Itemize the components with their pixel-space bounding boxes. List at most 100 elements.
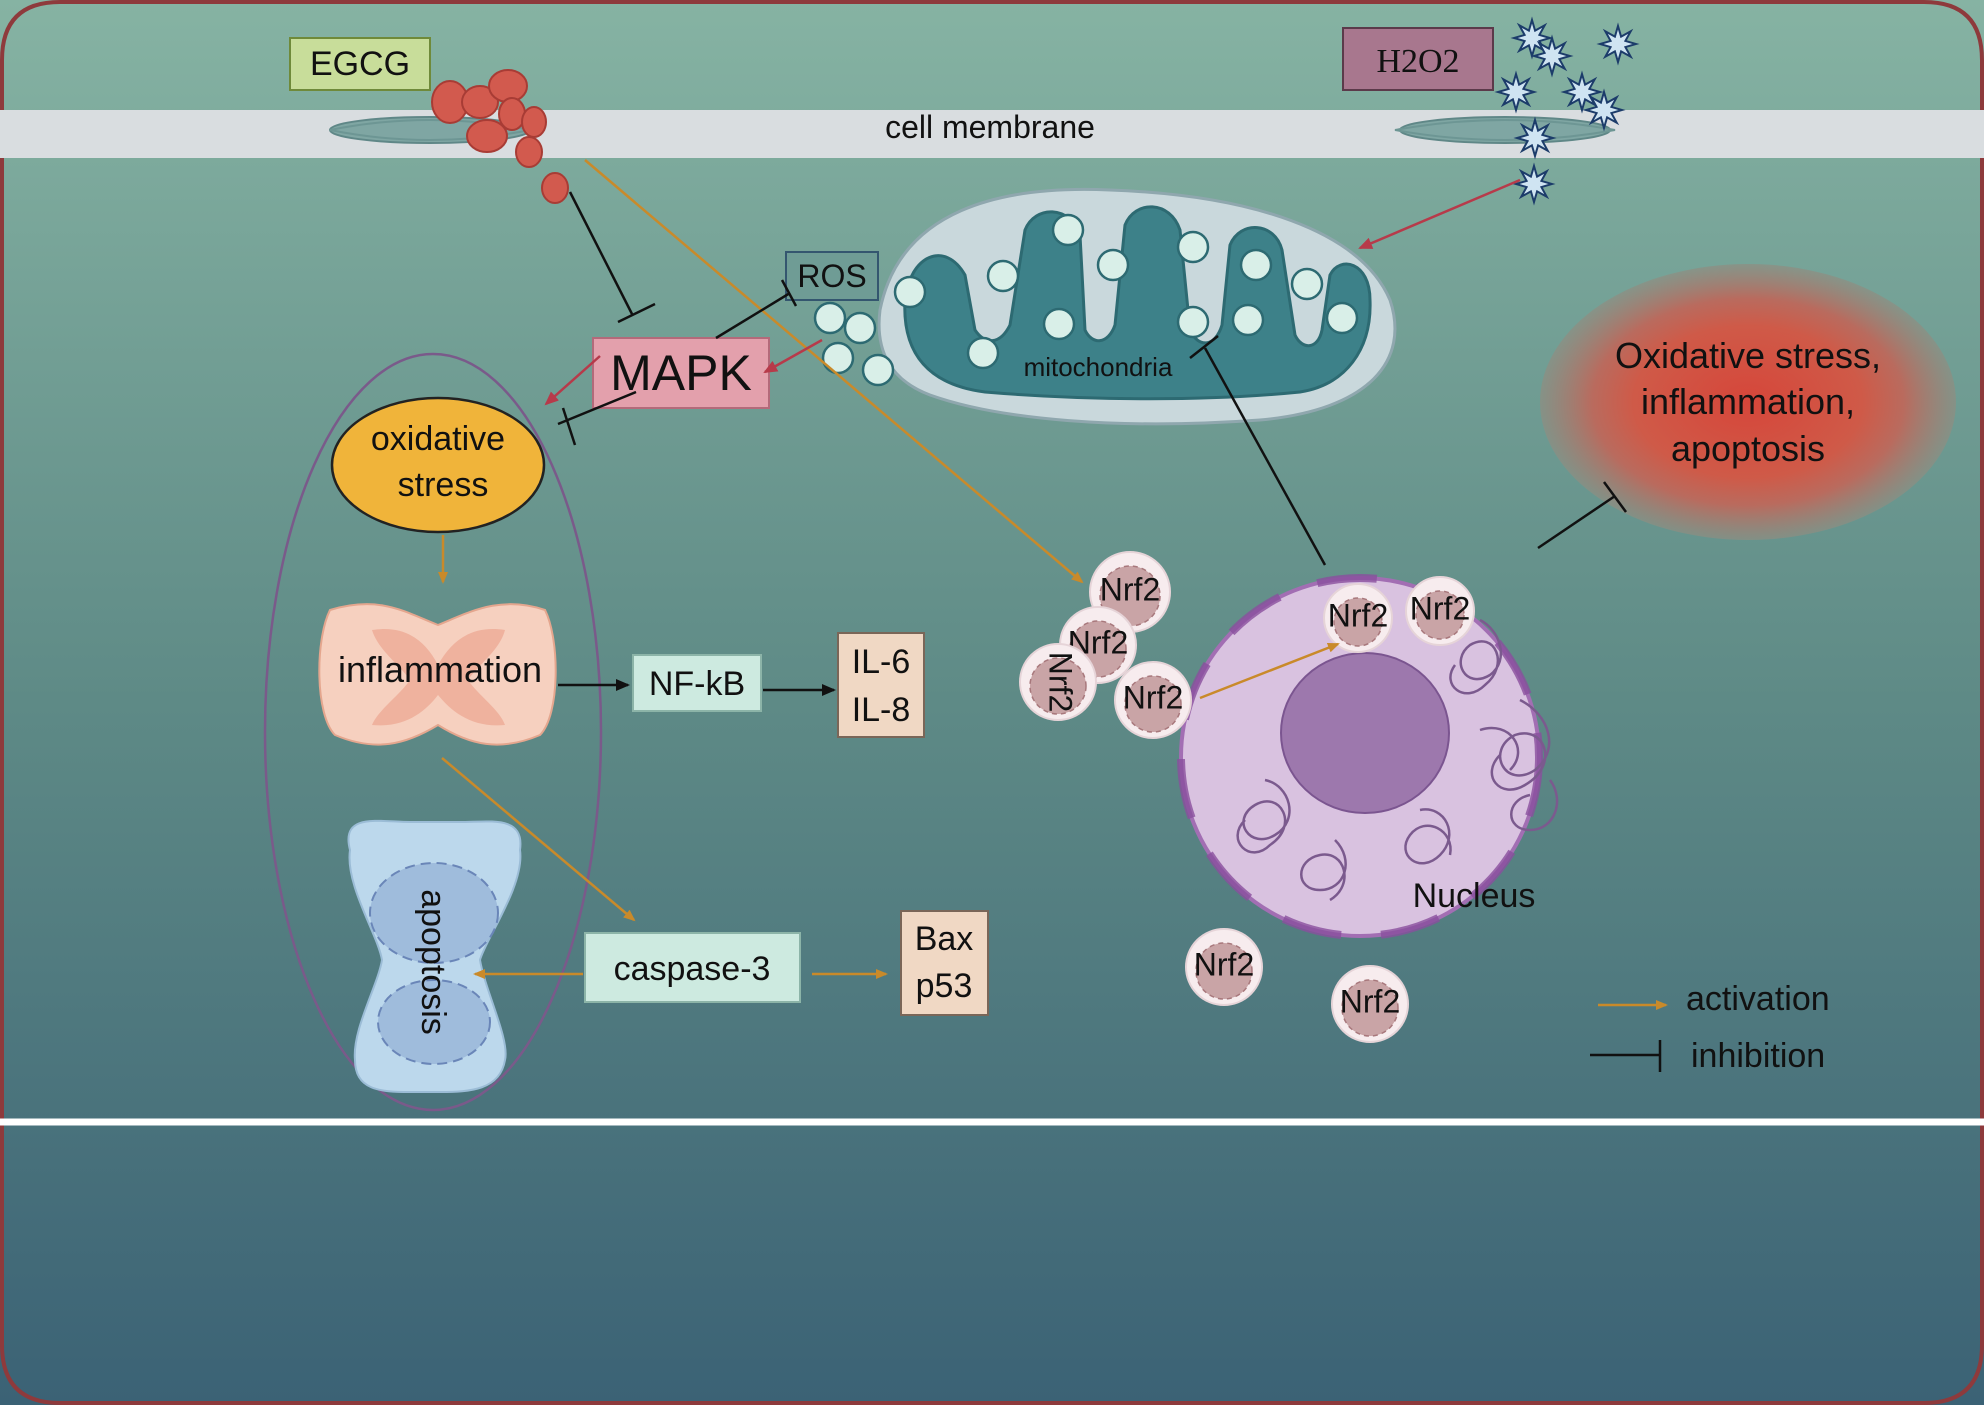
outcome-line2: inflammation,	[1641, 381, 1855, 422]
ros-to-mapk-activation	[763, 338, 823, 374]
nucleus-to-outcome-inhibition	[1537, 494, 1616, 550]
nrf2-molecule-7: Nrf2	[1185, 928, 1263, 1006]
nrf2-label: Nrf2	[1410, 590, 1470, 626]
egcg-molecules	[431, 69, 569, 204]
vesicle-16	[861, 353, 895, 387]
mapk-to-ros-inhibition-bar	[780, 279, 798, 307]
bax-p53-box	[900, 910, 989, 1016]
egcg-to-mapk-inhibition-bar	[617, 302, 656, 324]
ros-box	[785, 251, 879, 301]
nrf2-label: Nrf2	[1194, 946, 1254, 982]
ros-label: ROS	[797, 258, 866, 294]
oxidative-stress-line2: stress	[398, 466, 489, 504]
nrf2-label: Nrf2	[1340, 983, 1400, 1019]
vesicle-5	[1290, 267, 1324, 301]
nucleus-to-mitochondria-inhibition	[1203, 347, 1327, 566]
il-box	[837, 632, 925, 738]
legend-inhibition-label: inhibition	[1691, 1037, 1825, 1075]
nucleus: Nucleus	[1177, 574, 1559, 940]
vesicle-11	[1176, 305, 1210, 339]
apoptosis-label: apoptosis	[414, 889, 452, 1035]
connectors	[438, 159, 1628, 979]
nrf2-molecule-6: Nrf2	[1405, 576, 1475, 646]
vesicle-1	[1051, 213, 1085, 247]
vesicle-9	[966, 336, 1000, 370]
il6-label: IL-6	[852, 643, 911, 681]
h2o2-star-4	[1494, 70, 1538, 114]
h2o2-star-8	[1512, 162, 1556, 206]
outcome-line1: Oxidative stress,	[1615, 335, 1881, 376]
caspase3-label: caspase-3	[614, 950, 771, 988]
il8-label: IL-8	[852, 691, 911, 729]
vesicle-12	[1231, 303, 1265, 337]
outcome-line3: apoptosis	[1671, 428, 1825, 469]
nrf2-label: Nrf2	[1328, 597, 1388, 633]
nrf2-molecule-8: Nrf2	[1331, 965, 1409, 1043]
vesicle-7	[986, 259, 1020, 293]
oxidative-stress-line1: oxidative	[371, 420, 505, 458]
chromatin	[1236, 618, 1559, 902]
h2o2-to-mitochondria	[1358, 178, 1521, 250]
inflammation-node: inflammation	[318, 603, 557, 746]
nfkb-label: NF-kB	[649, 665, 745, 703]
egcg-box	[289, 37, 431, 91]
cell-membrane	[0, 110, 1984, 158]
h2o2-star-7	[1513, 116, 1557, 160]
nrf2-molecule-3: Nrf2	[1019, 643, 1097, 721]
mitochondria: mitochondria	[813, 187, 1397, 426]
mapk-to-oxidative-inhibition	[557, 390, 637, 426]
nfkb-box	[632, 654, 762, 712]
p53-label: p53	[916, 967, 973, 1005]
h2o2-box	[1342, 27, 1494, 91]
mapk-to-oxidative-inhibition-bar	[561, 407, 577, 446]
nucleus-label: Nucleus	[1413, 877, 1536, 915]
h2o2-star-5	[1560, 70, 1604, 114]
legend: activation inhibition	[1590, 980, 1830, 1075]
nrf2-molecule-5: Nrf2	[1323, 583, 1393, 653]
cell-response-group	[263, 352, 603, 1112]
mitochondria-label: mitochondria	[1024, 352, 1173, 382]
vesicle-10	[1042, 307, 1076, 341]
egcg-to-mapk-inhibition	[568, 191, 634, 315]
vesicle-4	[1239, 248, 1273, 282]
vesicle-2	[1096, 248, 1130, 282]
mitochondria-vesicles	[813, 213, 1359, 387]
nrf2-translocation	[1199, 642, 1340, 700]
vesicle-15	[821, 341, 855, 375]
inflammation-label: inflammation	[338, 649, 542, 690]
vesicle-8	[893, 275, 927, 309]
vesicle-6	[1325, 301, 1359, 335]
oxidative-stress-node	[330, 396, 546, 534]
nrf2-label: Nrf2	[1123, 679, 1183, 715]
nucleus-to-outcome-inhibition-bar	[1602, 481, 1628, 513]
outcome-glow	[1540, 264, 1956, 540]
mapk-to-ros-inhibition	[715, 291, 791, 340]
inflammation-to-caspase3	[441, 757, 636, 922]
membrane-receptor-right	[1394, 116, 1616, 144]
egcg-to-nrf2-activation	[584, 159, 1084, 584]
nucleus-to-mitochondria-inhibition-bar	[1189, 335, 1219, 359]
h2o2-star-3	[1596, 22, 1640, 66]
cell-membrane-label: cell membrane	[885, 109, 1095, 145]
vesicle-3	[1176, 230, 1210, 264]
apoptosis-node: apoptosis	[347, 819, 522, 1093]
vesicle-14	[843, 311, 877, 345]
h2o2-label: H2O2	[1376, 43, 1459, 80]
caspase3-box	[584, 932, 801, 1003]
h2o2-star-6	[1582, 88, 1626, 132]
mapk-to-oxidative-activation	[544, 355, 601, 406]
nrf2-molecule-4: Nrf2	[1114, 661, 1192, 739]
nrf2-label: Nrf2	[1100, 571, 1160, 607]
nucleolus	[1280, 652, 1450, 814]
nrf2-label: Nrf2	[1043, 652, 1079, 712]
h2o2-molecules	[1494, 16, 1640, 206]
vesicle-13	[813, 301, 847, 335]
legend-activation-label: activation	[1686, 980, 1830, 1018]
bax-label: Bax	[915, 920, 974, 958]
h2o2-star-2	[1530, 34, 1574, 78]
egcg-label: EGCG	[310, 45, 410, 83]
